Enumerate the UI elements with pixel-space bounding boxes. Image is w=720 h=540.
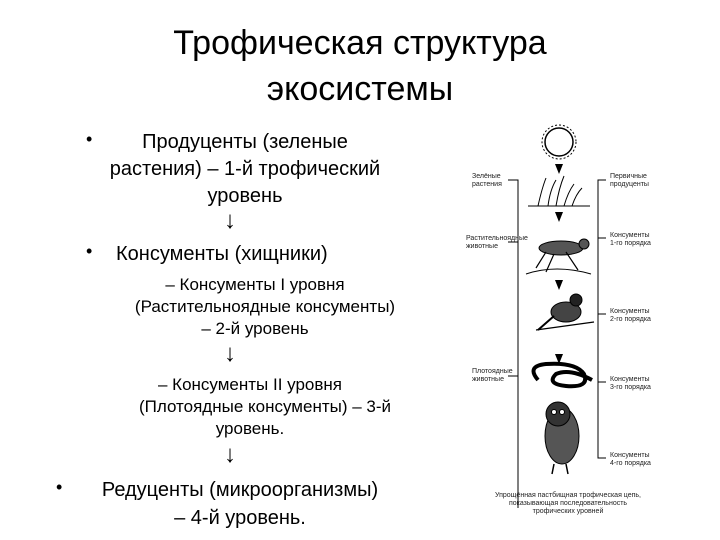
producers-line-3: уровень [207, 185, 283, 207]
decomposers-line-2: – 4-й уровень. [174, 507, 306, 529]
chain-brackets [508, 179, 606, 508]
grasshopper-icon [525, 238, 592, 275]
slide-title: Трофическая структура экосистемы [0, 20, 720, 112]
consumers1-line-3: – 2-й уровень [201, 319, 309, 338]
arrow-down-icon [555, 164, 563, 364]
arrow-3: ↓ [224, 441, 236, 468]
arrow-2: ↓ [224, 340, 236, 367]
arrow-1: ↓ [224, 207, 236, 234]
sun-icon [541, 124, 577, 160]
bullet-producers: • [86, 129, 93, 149]
consumers2-line-1: – Консументы II уровня [157, 375, 342, 394]
consumers1-line-1: – Консументы I уровня [165, 275, 345, 294]
figure-caption: Упрощённая пастбищная трофическая цепь, … [494, 492, 642, 515]
bird-icon [535, 293, 595, 331]
consumers2-line-3: уровень. [215, 419, 285, 438]
title-line-2: экосистемы [266, 70, 454, 108]
title-line-1: Трофическая структура [173, 24, 547, 62]
consumers-heading: Консументы (хищники) [116, 243, 328, 265]
producers-line-1: Продуценты (зеленые [142, 131, 348, 153]
consumers2-line-2: (Плотоядные консументы) – 3-й [138, 397, 392, 416]
grass-icon [528, 175, 590, 207]
bullet-consumers: • [86, 241, 93, 261]
snake-icon [531, 361, 593, 389]
decomposers-line-1: Редуценты (микроорганизмы) [101, 479, 379, 501]
food-chain-drawing [508, 124, 606, 508]
bullet-decomposers: • [56, 477, 63, 497]
owl-icon [544, 401, 580, 475]
consumers1-line-2: (Растительноядные консументы) [134, 297, 396, 316]
producers-line-2: растения) – 1-й трофический [109, 158, 381, 180]
